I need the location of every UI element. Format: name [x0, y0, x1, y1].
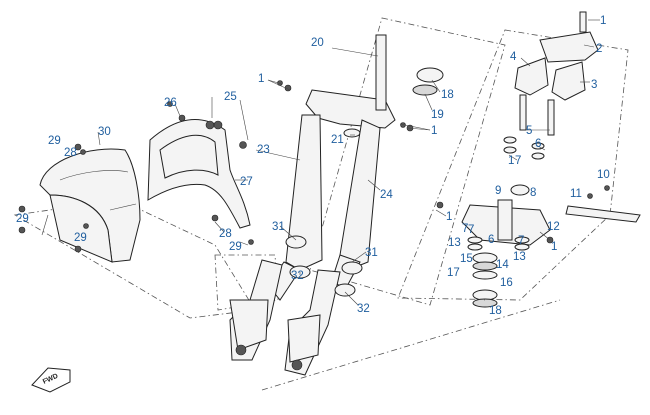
front-fender[interactable] [39, 148, 141, 263]
callout-24[interactable]: 24 [380, 189, 393, 201]
callout-32-a[interactable]: 32 [291, 270, 304, 282]
handlebar-clamps[interactable] [503, 11, 599, 160]
callout-13-a[interactable]: 13 [448, 237, 461, 249]
callout-31-a[interactable]: 31 [272, 221, 285, 233]
callout-28-a[interactable]: 28 [64, 147, 77, 159]
lower-triple-clamp[interactable] [436, 184, 554, 246]
callout-1-b[interactable]: 1 [258, 73, 264, 85]
callout-3[interactable]: 3 [591, 79, 597, 91]
callout-12[interactable]: 12 [547, 221, 560, 233]
forward-direction-arrow: FWD [31, 367, 71, 393]
steering-bearing-stack [467, 236, 530, 308]
callout-31-b[interactable]: 31 [365, 247, 378, 259]
callout-30[interactable]: 30 [98, 126, 111, 138]
callout-29-c[interactable]: 29 [74, 232, 87, 244]
callout-4[interactable]: 4 [510, 51, 517, 63]
callout-7-a[interactable]: 7 [515, 155, 521, 167]
callout-29-b[interactable]: 29 [16, 213, 29, 225]
right-fork-leg[interactable] [284, 119, 381, 376]
callout-1-a[interactable]: 1 [600, 15, 606, 27]
callout-7-b[interactable]: 7 [462, 223, 468, 235]
callout-16[interactable]: 16 [500, 277, 513, 289]
callout-9[interactable]: 9 [495, 185, 501, 197]
callout-14[interactable]: 14 [496, 259, 509, 271]
callout-15[interactable]: 15 [460, 253, 473, 265]
callout-11[interactable]: 11 [570, 188, 582, 200]
callout-10[interactable]: 10 [597, 169, 610, 181]
callout-8[interactable]: 8 [530, 187, 536, 199]
callout-28-b[interactable]: 28 [219, 228, 232, 240]
callout-32-b[interactable]: 32 [357, 303, 370, 315]
fender-brace[interactable] [147, 101, 251, 229]
callout-leaders [97, 19, 600, 306]
callout-1-e[interactable]: 1 [551, 241, 557, 253]
callout-7-d[interactable]: 7 [468, 224, 474, 236]
callout-27[interactable]: 27 [240, 176, 253, 188]
callout-1-d[interactable]: 1 [446, 211, 452, 223]
callout-5[interactable]: 5 [526, 125, 532, 137]
callout-1-c[interactable]: 1 [431, 125, 437, 137]
callout-29-d[interactable]: 29 [229, 241, 242, 253]
callout-29-a[interactable]: 29 [48, 135, 61, 147]
hose-guide[interactable] [565, 185, 641, 223]
callout-6-b[interactable]: 6 [488, 234, 494, 246]
callout-7-c[interactable]: 7 [518, 235, 524, 247]
callout-20[interactable]: 20 [311, 37, 324, 49]
callout-13-b[interactable]: 13 [513, 251, 526, 263]
fork-seals [285, 235, 363, 297]
callout-1-f[interactable]: 1 [508, 155, 514, 167]
callout-19[interactable]: 19 [431, 109, 444, 121]
callout-26[interactable]: 26 [164, 97, 177, 109]
callout-23[interactable]: 23 [257, 144, 270, 156]
callout-labels: 1 1 1 1 1 1 2 3 4 5 6 6 7 7 7 7 8 9 10 1… [16, 15, 610, 317]
upper-fork-bridge[interactable] [277, 34, 444, 138]
callout-6-a[interactable]: 6 [535, 138, 541, 150]
fender-hardware [18, 143, 254, 253]
callout-25[interactable]: 25 [224, 91, 237, 103]
callout-21[interactable]: 21 [331, 134, 344, 146]
callout-17[interactable]: 17 [447, 267, 460, 279]
callout-18-b[interactable]: 18 [489, 305, 502, 317]
assembly-outlines [13, 17, 629, 391]
callout-18-a[interactable]: 18 [441, 89, 454, 101]
callout-2[interactable]: 2 [596, 43, 602, 55]
